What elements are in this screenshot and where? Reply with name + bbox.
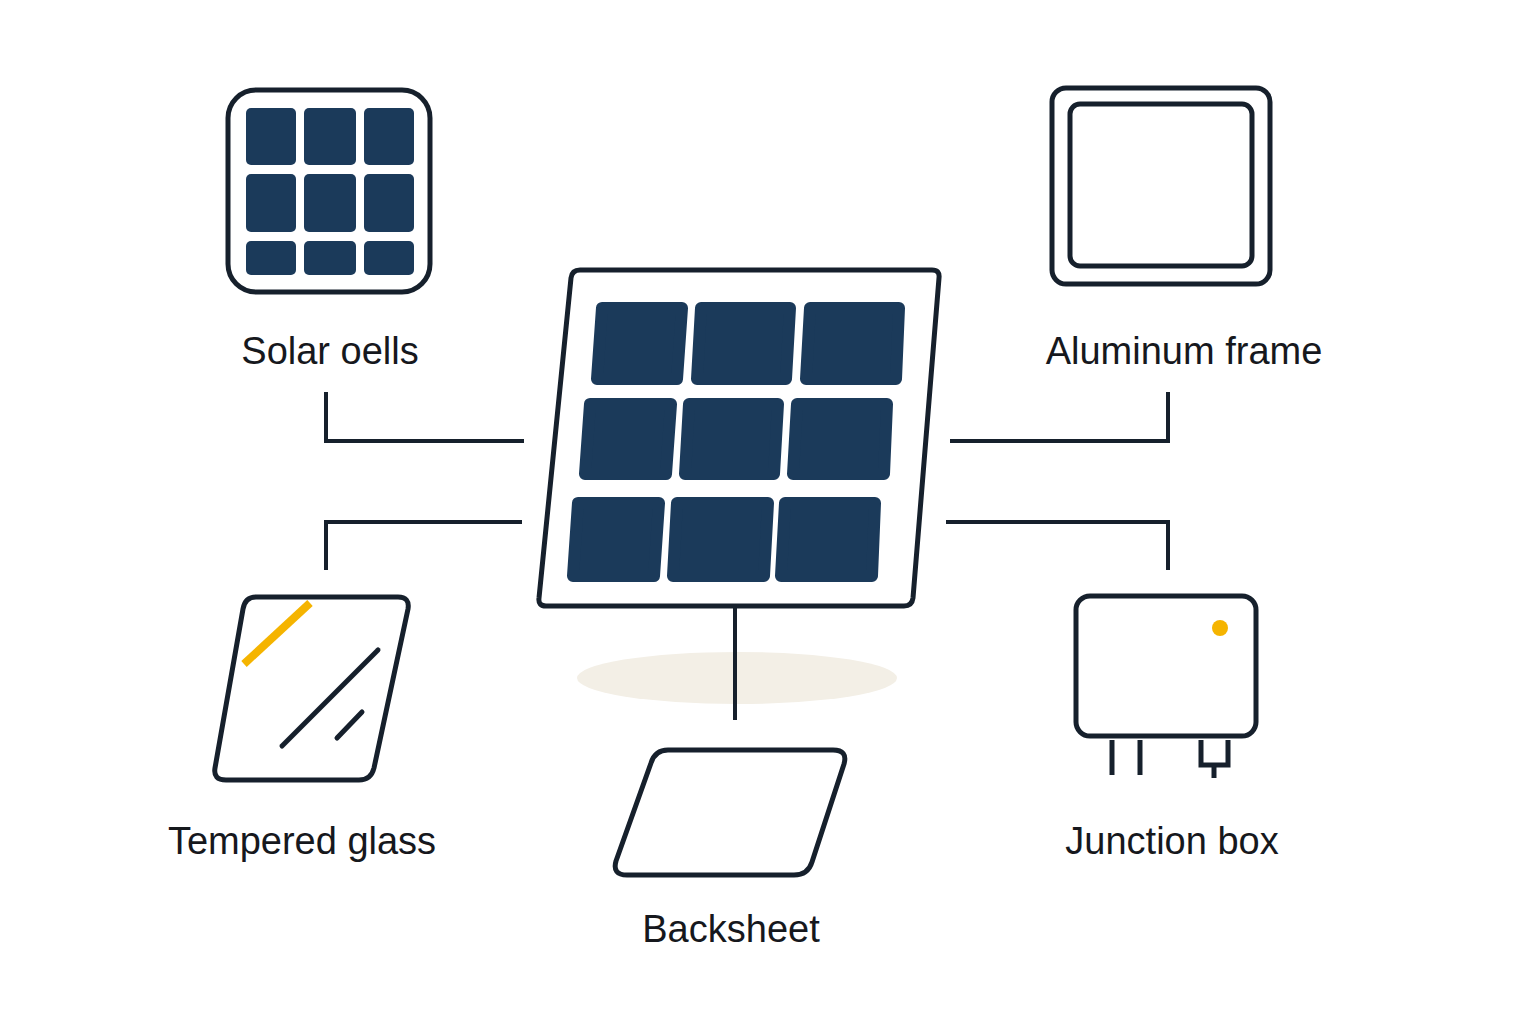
backsheet-icon: [615, 750, 845, 875]
aluminum-frame-icon: [1052, 88, 1270, 284]
leader-line: [946, 522, 1168, 570]
solar-panel: [539, 270, 939, 606]
leader-line: [326, 392, 524, 441]
part-label: Solar oells: [241, 331, 418, 373]
leader-line: [326, 522, 522, 570]
leader-line: [733, 606, 737, 720]
leader-line: [950, 392, 1168, 441]
tempered-glass-icon: [215, 597, 409, 780]
junction-box-icon: [1076, 596, 1256, 778]
solar-cells-icon: [228, 90, 430, 292]
part-label: Backsheet: [642, 909, 819, 951]
part-label: Junction box: [1065, 821, 1278, 863]
part-label: Tempered glass: [168, 821, 436, 863]
part-label: Aluminum frame: [1046, 331, 1323, 373]
